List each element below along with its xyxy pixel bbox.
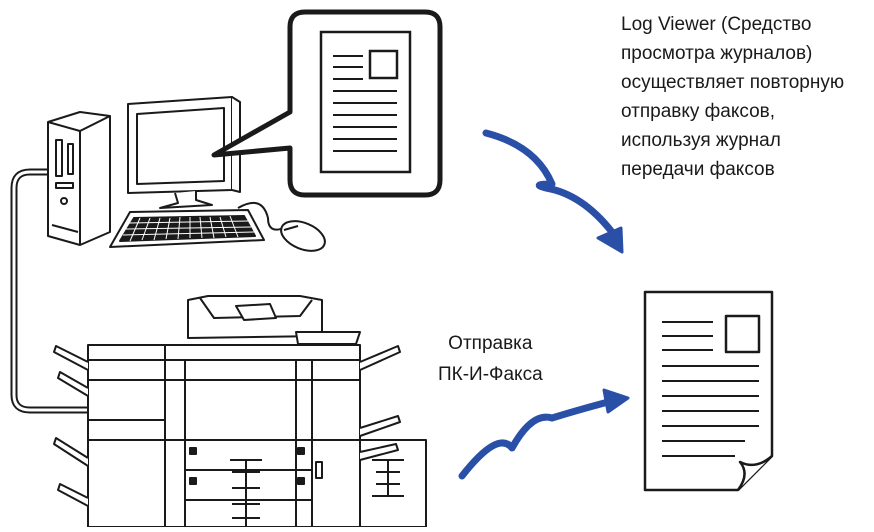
log-viewer-caption: Log Viewer (Средство просмотра журналов)… — [621, 10, 844, 184]
mfp-printer-icon — [53, 295, 427, 528]
document-callout-icon — [211, 9, 443, 198]
log-viewer-caption-line: отправку факсов, — [621, 101, 776, 122]
log-viewer-caption-line: передачи факсов — [621, 159, 775, 180]
log-viewer-caption-line: используя журнал — [621, 130, 781, 151]
connection-cable-inner — [12, 170, 94, 412]
log-viewer-caption-line: Log Viewer (Средство — [621, 14, 812, 35]
pc-ifax-caption-line: Отправка — [448, 333, 533, 354]
pc-tower-icon — [47, 111, 111, 246]
keyboard-icon — [109, 209, 265, 248]
log-viewer-caption-line: осуществляет повторную — [621, 72, 845, 93]
fax-document-icon — [643, 290, 774, 492]
lightning-arrow-icon — [458, 388, 630, 480]
curved-arrow-icon — [482, 129, 624, 254]
mouse-icon — [237, 201, 326, 252]
log-viewer-caption-line: просмотра журналов) — [621, 43, 813, 64]
pc-ifax-caption-line: ПК-И-Факса — [438, 364, 543, 385]
pc-ifax-caption: Отправка ПК-И-Факса — [438, 328, 543, 390]
